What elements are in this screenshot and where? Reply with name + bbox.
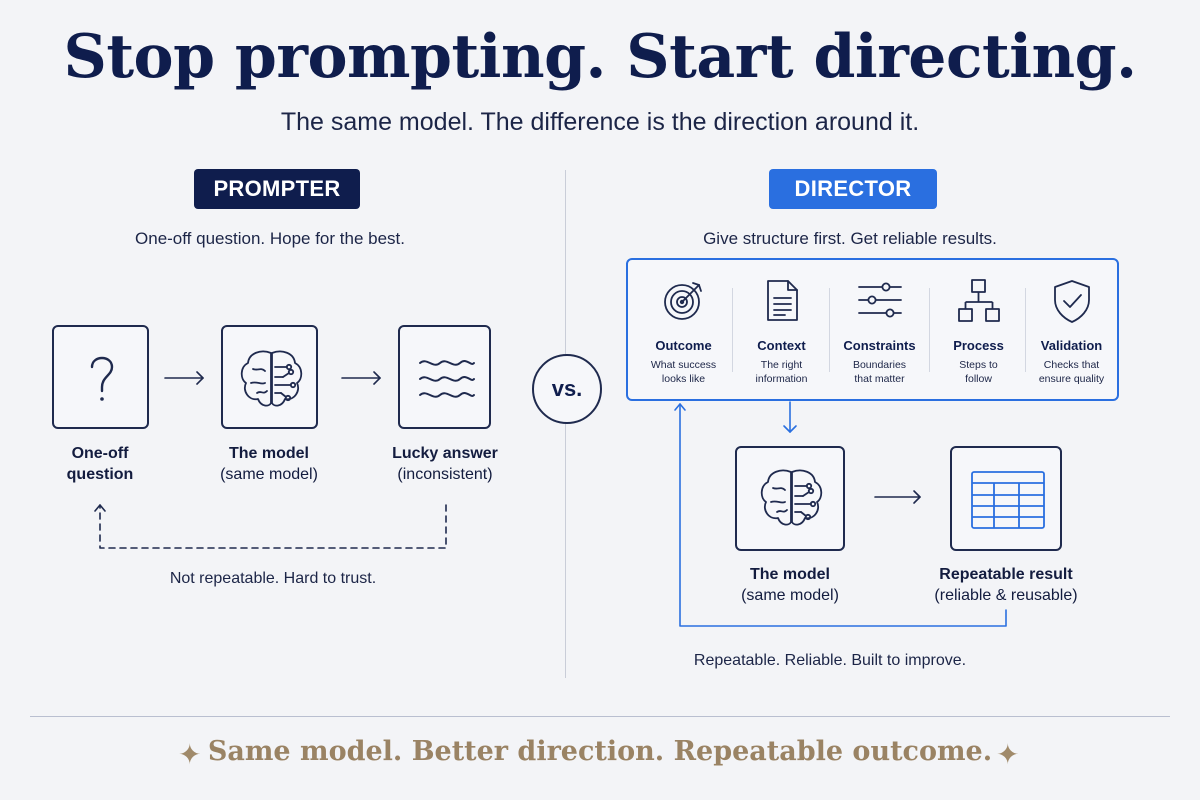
model-box-prompter (221, 325, 318, 429)
table-grid-icon (971, 471, 1045, 529)
wavy-lines-icon (419, 360, 475, 398)
sparkle-icon: ✦ (996, 739, 1020, 770)
brain-icon (240, 350, 303, 407)
document-icon (766, 280, 798, 321)
answer-box (398, 325, 491, 429)
footer-tagline: Same model. Better direction. Repeatable… (207, 736, 993, 767)
prompter-description: One-off question. Hope for the best. (135, 229, 405, 248)
question-mark-icon (90, 356, 114, 401)
question-box (52, 325, 149, 429)
footer-divider (30, 716, 1170, 717)
center-divider (565, 170, 566, 678)
question-label: One-off question (66, 445, 134, 483)
model-label-prompter: The model (same model) (220, 445, 318, 483)
flowchart-icon (957, 279, 1000, 322)
sliders-icon (857, 282, 902, 318)
page-subtitle: The same model. The difference is the di… (280, 108, 920, 136)
model-label-director: The model (same model) (741, 566, 839, 604)
framework-separator (1025, 288, 1026, 372)
vs-badge: vs. (532, 354, 602, 424)
prompter-badge: PROMPTER (194, 169, 360, 209)
brain-icon (760, 469, 823, 526)
prompter-footnote: Not repeatable. Hard to trust. (169, 570, 377, 587)
result-box (950, 446, 1062, 551)
shield-check-icon (1053, 280, 1090, 323)
page-title: Stop prompting. Start directing. (63, 22, 1137, 92)
sparkle-icon: ✦ (178, 739, 202, 770)
framework-separator (929, 288, 930, 372)
director-description: Give structure first. Get reliable resul… (703, 229, 997, 248)
model-box-director (735, 446, 845, 551)
framework-separator (829, 288, 830, 372)
result-label: Repeatable result (reliable & reusable) (934, 566, 1078, 604)
director-footnote: Repeatable. Reliable. Built to improve. (693, 652, 967, 669)
framework-separator (732, 288, 733, 372)
target-icon (663, 282, 702, 320)
director-badge: DIRECTOR (769, 169, 937, 209)
answer-label: Lucky answer (inconsistent) (392, 445, 498, 483)
